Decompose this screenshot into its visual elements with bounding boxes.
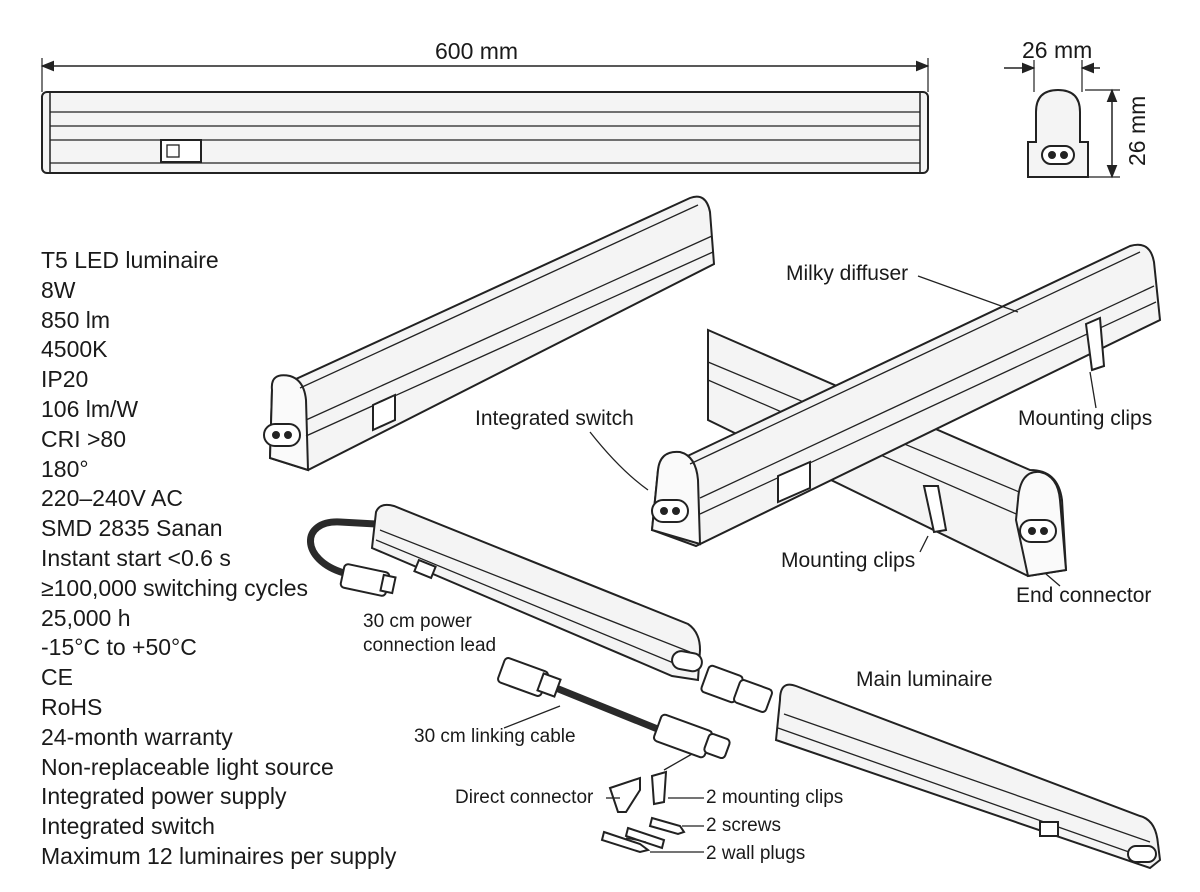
accessories xyxy=(600,770,686,854)
front-elevation-view xyxy=(40,58,930,174)
spec-item: Instant start <0.6 s xyxy=(41,544,231,571)
leader-lines xyxy=(503,275,1097,853)
luminaire-foreground xyxy=(650,243,1162,548)
callout-power-lead-line1: 30 cm power xyxy=(363,611,472,632)
mounting-clip-icon xyxy=(650,770,668,806)
spec-item: Integrated power supply xyxy=(41,783,287,810)
spec-item: 4500K xyxy=(41,336,108,363)
spec-item: IP20 xyxy=(41,366,89,393)
length-dimension-label: 600 mm xyxy=(435,38,519,64)
end-elevation-view xyxy=(1004,60,1120,179)
height-dimension-label: 26 mm xyxy=(1124,95,1150,166)
spec-item: Integrated switch xyxy=(41,813,215,840)
spec-item: 106 lm/W xyxy=(41,395,139,422)
spec-item: 220–240V AC xyxy=(41,485,183,512)
main-luminaire xyxy=(774,683,1162,870)
callout-milky-diffuser: Milky diffuser xyxy=(786,262,909,285)
spec-item: ≥100,000 switching cycles xyxy=(41,574,309,601)
spec-list: T5 LED luminaire 8W 850 lm 4500K IP20 10… xyxy=(41,246,396,872)
callout-power-lead-line2: connection lead xyxy=(363,635,497,656)
spec-item: T5 LED luminaire xyxy=(41,247,219,273)
spec-item: CRI >80 xyxy=(41,425,127,452)
socket-icon xyxy=(1041,145,1075,165)
callout-two-mounting-clips: 2 mounting clips xyxy=(706,787,844,808)
direct-connector xyxy=(700,664,773,713)
callout-main-luminaire: Main luminaire xyxy=(856,668,993,691)
screw-icon xyxy=(648,816,686,836)
switch-icon xyxy=(372,393,396,432)
callout-end-connector: End connector xyxy=(1016,584,1152,607)
switch-icon xyxy=(777,460,811,504)
spec-item: -15°C to +50°C xyxy=(41,634,197,661)
callout-integrated-switch: Integrated switch xyxy=(475,407,634,430)
spec-item: 8W xyxy=(41,276,76,303)
spec-item: Non-replaceable light source xyxy=(41,753,334,780)
spec-item: 850 lm xyxy=(41,306,111,333)
spec-item: RoHS xyxy=(41,693,103,720)
luminaire-single xyxy=(263,195,716,472)
linking-cable xyxy=(497,657,731,760)
callout-mounting-clips-right: Mounting clips xyxy=(1018,407,1153,430)
luminaire-with-power-lead xyxy=(307,503,703,682)
mounting-clip-icon xyxy=(608,776,641,813)
width-dimension-label: 26 mm xyxy=(1022,37,1093,63)
mounting-clip-icon xyxy=(922,485,948,534)
spec-item: CE xyxy=(41,664,73,691)
spec-item: 25,000 h xyxy=(41,604,131,631)
wall-plug-icon xyxy=(600,830,651,854)
screw-icon xyxy=(624,826,666,850)
spec-item: 24-month warranty xyxy=(41,723,233,750)
callout-two-screws: 2 screws xyxy=(706,815,781,836)
spec-item: Maximum 12 luminaires per supply xyxy=(41,842,397,869)
callout-two-wall-plugs: 2 wall plugs xyxy=(706,843,806,864)
spec-item: 180° xyxy=(41,455,89,482)
mounting-clip-icon xyxy=(1084,316,1106,372)
callout-mounting-clips-center: Mounting clips xyxy=(781,549,916,572)
callout-linking-cable: 30 cm linking cable xyxy=(414,726,576,747)
spec-item: SMD 2835 Sanan xyxy=(41,515,223,542)
callout-direct-connector: Direct connector xyxy=(455,787,594,808)
